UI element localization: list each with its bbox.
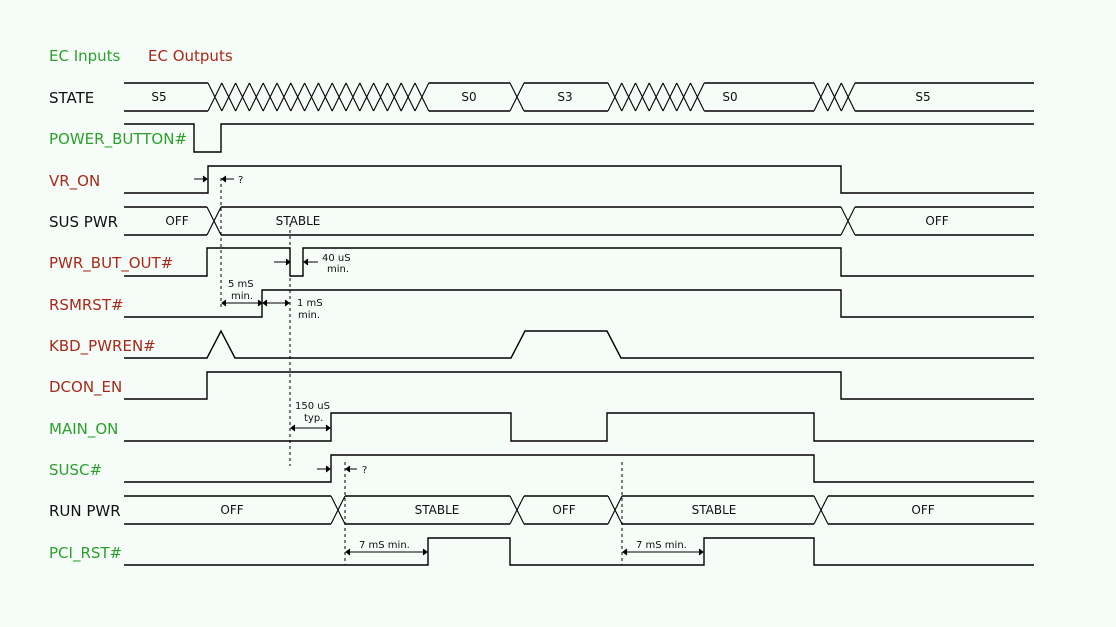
legend-ec-inputs: EC Inputs xyxy=(49,47,121,65)
timing-arrows xyxy=(194,175,704,556)
susc-delay-note: ? xyxy=(362,465,367,476)
signal-label-susc: SUSC# xyxy=(49,461,102,479)
state-value-s3: S3 xyxy=(557,90,572,104)
kbd-pwren-trace xyxy=(124,329,1034,359)
run-pwr-value-off-final: OFF xyxy=(911,503,934,517)
signal-label-pci-rst: PCI_RST# xyxy=(49,544,122,563)
run-pwr-value-off-middle: OFF xyxy=(552,503,575,517)
sus-pwr-value-stable: STABLE xyxy=(276,214,321,228)
rsmrst-pbo-delay-qualifier: min. xyxy=(298,310,320,321)
rsmrst-delay-qualifier: min. xyxy=(231,291,253,302)
state-value-s0-first: S0 xyxy=(461,90,476,104)
signal-label-dcon-en: DCON_EN xyxy=(49,378,122,397)
signal-label-vr-on: VR_ON xyxy=(49,172,100,191)
signal-label-pwr-but-out: PWR_BUT_OUT# xyxy=(49,254,173,273)
reference-lines xyxy=(220,178,623,565)
vr-on-delay-note: ? xyxy=(238,175,243,186)
state-bus: S5 S0 S3 S0 S5 xyxy=(124,82,1034,112)
pwr-but-out-pulse-qualifier: min. xyxy=(327,264,349,275)
sus-pwr-value-off-final: OFF xyxy=(925,214,948,228)
timing-annotations: ? 40 uS min. 5 mS min. 1 mS min. 150 uS … xyxy=(228,175,687,551)
state-value-s5-final: S5 xyxy=(915,90,930,104)
state-value-s5-initial: S5 xyxy=(151,90,166,104)
signal-label-run-pwr: RUN PWR xyxy=(49,502,121,520)
dcon-en-trace xyxy=(124,371,1034,400)
signal-label-main-on: MAIN_ON xyxy=(49,420,118,439)
sus-pwr-value-off-initial: OFF xyxy=(165,214,188,228)
sus-pwr-bus: OFF STABLE OFF xyxy=(124,206,1034,236)
legend-ec-outputs: EC Outputs xyxy=(148,47,233,65)
pci-rst-delay-second: 7 mS min. xyxy=(636,540,687,551)
signal-label-sus-pwr: SUS PWR xyxy=(49,213,118,231)
signal-label-power-button: POWER_BUTTON# xyxy=(49,130,187,149)
rsmrst-trace xyxy=(124,289,1034,318)
pwr-but-out-trace xyxy=(124,247,1034,277)
main-on-delay-value: 150 uS xyxy=(295,401,330,412)
state-value-s0-second: S0 xyxy=(722,90,737,104)
signal-label-rsmrst: RSMRST# xyxy=(49,296,124,314)
main-on-trace xyxy=(124,412,1034,442)
signal-labels: STATE POWER_BUTTON# VR_ON SUS PWR PWR_BU… xyxy=(49,89,187,563)
pci-rst-trace xyxy=(124,537,1034,566)
rsmrst-delay-value: 5 mS xyxy=(228,279,254,290)
susc-trace xyxy=(124,454,1034,483)
vr-on-trace xyxy=(124,165,1034,194)
run-pwr-value-off-initial: OFF xyxy=(220,503,243,517)
signal-label-kbd-pwren: KBD_PWREN# xyxy=(49,337,156,356)
power-button-trace xyxy=(124,123,1034,153)
run-pwr-value-stable-first: STABLE xyxy=(415,503,460,517)
pci-rst-delay-first: 7 mS min. xyxy=(359,540,410,551)
signal-label-state: STATE xyxy=(49,89,94,107)
run-pwr-bus: OFF STABLE OFF STABLE OFF xyxy=(124,495,1034,525)
run-pwr-value-stable-second: STABLE xyxy=(692,503,737,517)
pwr-but-out-pulse-value: 40 uS xyxy=(322,253,351,264)
main-on-delay-qualifier: typ. xyxy=(304,413,323,424)
rsmrst-pbo-delay-value: 1 mS xyxy=(297,298,323,309)
